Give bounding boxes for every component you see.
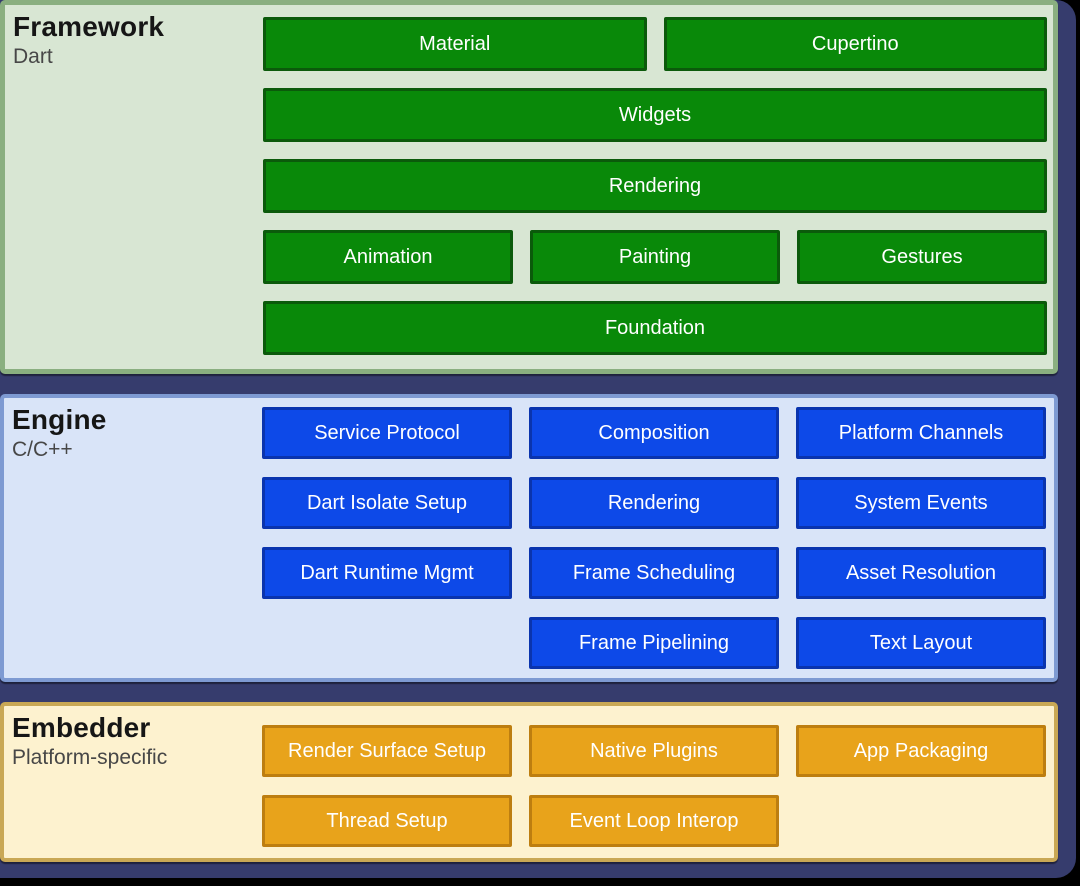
block-animation: Animation: [263, 230, 513, 284]
block-dart-runtime-mgmt: Dart Runtime Mgmt: [262, 547, 512, 599]
engine-label: Engine C/C++: [12, 404, 252, 462]
layer-embedder: Embedder Platform-specific Render Surfac…: [0, 702, 1058, 862]
block-frame-scheduling: Frame Scheduling: [529, 547, 779, 599]
block-system-events: System Events: [796, 477, 1046, 529]
engine-subtitle: C/C++: [12, 438, 73, 461]
block-asset-resolution: Asset Resolution: [796, 547, 1046, 599]
block-event-loop-interop: Event Loop Interop: [529, 795, 779, 847]
layer-engine: Engine C/C++ Service Protocol Compositio…: [0, 394, 1058, 682]
engine-title: Engine: [12, 404, 107, 435]
block-thread-setup: Thread Setup: [262, 795, 512, 847]
block-service-protocol: Service Protocol: [262, 407, 512, 459]
block-gestures: Gestures: [797, 230, 1047, 284]
block-composition: Composition: [529, 407, 779, 459]
block-platform-channels: Platform Channels: [796, 407, 1046, 459]
embedder-subtitle: Platform-specific: [12, 746, 168, 769]
embedder-blocks: Render Surface Setup Native Plugins App …: [262, 725, 1046, 847]
embedder-title: Embedder: [12, 712, 151, 743]
block-foundation: Foundation: [263, 301, 1047, 355]
block-painting: Painting: [530, 230, 780, 284]
block-frame-pipelining: Frame Pipelining: [529, 617, 779, 669]
block-render-surface-setup: Render Surface Setup: [262, 725, 512, 777]
framework-blocks: Material Cupertino Widgets Rendering Ani…: [263, 17, 1047, 355]
layer-framework: Framework Dart Material Cupertino Widget…: [0, 0, 1058, 374]
block-text-layout: Text Layout: [796, 617, 1046, 669]
block-native-plugins: Native Plugins: [529, 725, 779, 777]
block-rendering: Rendering: [263, 159, 1047, 213]
block-material: Material: [263, 17, 647, 71]
block-dart-isolate-setup: Dart Isolate Setup: [262, 477, 512, 529]
framework-title: Framework: [13, 11, 165, 42]
framework-subtitle: Dart: [13, 45, 53, 68]
engine-blocks: Service Protocol Composition Platform Ch…: [262, 407, 1046, 669]
framework-label: Framework Dart: [13, 11, 253, 69]
block-engine-rendering: Rendering: [529, 477, 779, 529]
block-app-packaging: App Packaging: [796, 725, 1046, 777]
block-cupertino: Cupertino: [663, 17, 1047, 71]
block-widgets: Widgets: [263, 88, 1047, 142]
embedder-label: Embedder Platform-specific: [12, 712, 252, 770]
